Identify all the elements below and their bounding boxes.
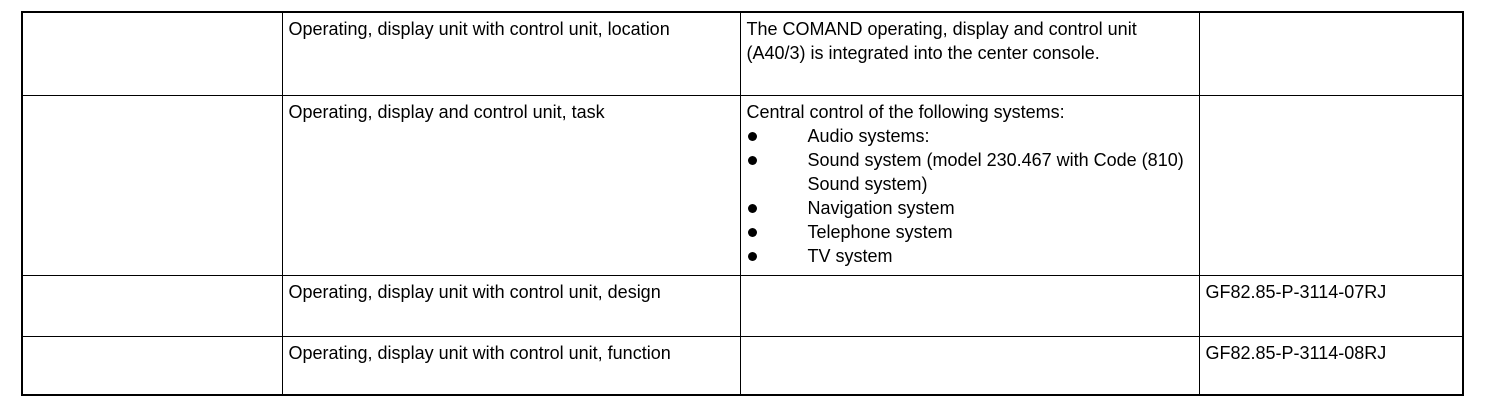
cell-description: Central control of the following systems… bbox=[739, 95, 1200, 276]
attribute-text: Operating, display and control unit, tas… bbox=[288, 102, 605, 122]
bullet-icon bbox=[747, 204, 757, 213]
list-item-label: Telephone system bbox=[807, 222, 953, 242]
list-item: TV system bbox=[747, 244, 1193, 268]
table-row: Operating, display unit with control uni… bbox=[21, 11, 1464, 96]
table-row: Operating, display unit with control uni… bbox=[21, 275, 1464, 337]
cell-index bbox=[21, 11, 283, 96]
reference-code: GF82.85-P-3114-08RJ bbox=[1205, 343, 1387, 363]
cell-attribute: Operating, display and control unit, tas… bbox=[281, 95, 741, 276]
list-item-label: TV system bbox=[807, 246, 893, 266]
bullet-icon bbox=[747, 252, 757, 261]
table-row: Operating, display and control unit, tas… bbox=[21, 95, 1464, 276]
cell-reference: GF82.85-P-3114-08RJ bbox=[1198, 336, 1464, 396]
list-item-label: Audio systems: bbox=[807, 126, 930, 146]
cell-reference bbox=[1198, 11, 1464, 96]
index-value bbox=[29, 280, 276, 281]
cell-attribute: Operating, display unit with control uni… bbox=[281, 275, 741, 337]
index-value bbox=[29, 17, 276, 18]
systems-bullet-list: Audio systems: Sound system (model 230.4… bbox=[747, 124, 1193, 268]
table-row: Operating, display unit with control uni… bbox=[21, 336, 1464, 396]
reference-code: GF82.85-P-3114-07RJ bbox=[1205, 282, 1387, 302]
index-value bbox=[29, 341, 276, 342]
specification-table: Operating, display unit with control uni… bbox=[21, 11, 1464, 396]
cell-reference: GF82.85-P-3114-07RJ bbox=[1198, 275, 1464, 337]
description-text: Central control of the following systems… bbox=[746, 102, 1065, 122]
cell-attribute: Operating, display unit with control uni… bbox=[281, 11, 741, 96]
attribute-text: Operating, display unit with control uni… bbox=[288, 343, 671, 363]
bullet-icon bbox=[747, 156, 757, 165]
cell-index bbox=[21, 336, 283, 396]
list-item: Sound system (model 230.467 with Code (8… bbox=[747, 148, 1193, 196]
cell-description bbox=[739, 336, 1200, 396]
cell-description: The COMAND operating, display and contro… bbox=[739, 11, 1200, 96]
cell-reference bbox=[1198, 95, 1464, 276]
list-item-label: Navigation system bbox=[807, 198, 955, 218]
cell-index bbox=[21, 95, 283, 276]
attribute-text: Operating, display unit with control uni… bbox=[288, 282, 661, 302]
bullet-icon bbox=[747, 228, 757, 237]
cell-attribute: Operating, display unit with control uni… bbox=[281, 336, 741, 396]
list-item: Navigation system bbox=[747, 196, 1193, 220]
cell-index bbox=[21, 275, 283, 337]
bullet-icon bbox=[747, 132, 757, 141]
cell-description bbox=[739, 275, 1200, 337]
list-item: Audio systems: bbox=[747, 124, 1193, 148]
index-value bbox=[29, 100, 276, 101]
list-item-label: Sound system (model 230.467 with Code (8… bbox=[807, 150, 1184, 194]
list-item: Telephone system bbox=[747, 220, 1193, 244]
attribute-text: Operating, display unit with control uni… bbox=[288, 19, 670, 39]
description-text: The COMAND operating, display and contro… bbox=[746, 19, 1137, 63]
